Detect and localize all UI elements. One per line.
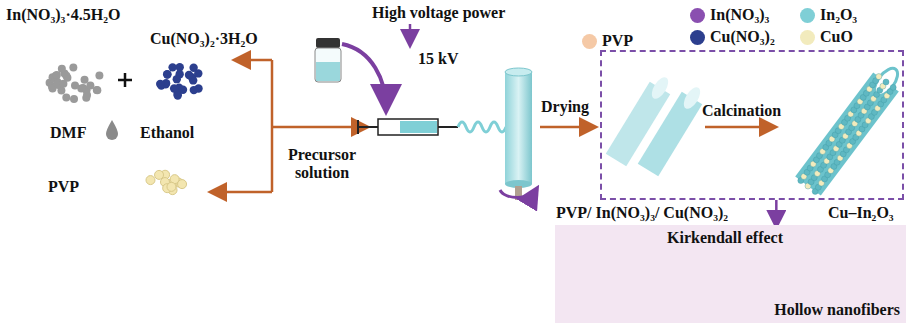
node-text: Hollow nanofibers: [774, 301, 900, 319]
legend-text: PVP: [602, 32, 633, 50]
pvp-fibers: [616, 75, 703, 170]
legend-swatch: [800, 30, 815, 45]
text-label: Precursor solution: [280, 146, 364, 181]
text-label: Drying: [541, 98, 589, 116]
text-label: Ethanol: [140, 124, 194, 142]
legend-swatch: [800, 8, 815, 23]
collector-drum: [500, 68, 536, 200]
node-text: Calcination: [702, 102, 781, 120]
text-label: PVP/ In(NO₃)₃/ Cu(NO₃)₂: [556, 204, 728, 222]
text-label: Cu–In₂O₃: [828, 204, 894, 222]
droplet: [106, 120, 118, 140]
text-label: PVP: [48, 178, 79, 196]
curved-arrow: [342, 44, 386, 108]
process-region: Calcination: [600, 50, 904, 200]
legend-swatch: [690, 8, 705, 23]
text-label: DMF: [50, 124, 86, 142]
text-label: 15 kV: [418, 50, 458, 68]
node-text: Kirkendall effect: [667, 229, 783, 247]
text-label: In(NO₃)₃·4.5H₂O: [6, 6, 120, 24]
vial: [315, 38, 341, 82]
legend-swatch: [582, 34, 597, 49]
voltage-arrow: [409, 24, 412, 44]
flow-arrow: [775, 200, 778, 225]
legend-text: In₂O₃: [820, 6, 857, 24]
legend-text: In(NO₃)₃: [710, 6, 769, 24]
mechanism-panel: Kirkendall effectHollow nanofibers: [555, 225, 906, 323]
text-label: Cu(NO₃)₂·3H₂O: [150, 30, 258, 48]
syringe: [358, 119, 506, 135]
text-label: High voltage power: [372, 4, 505, 22]
flow-bracket: [212, 60, 594, 192]
legend-swatch: [690, 30, 705, 45]
cu-in2o3-fiber: [798, 64, 902, 194]
plus-sign: [118, 73, 132, 87]
legend-text: CuO: [820, 28, 853, 46]
legend-text: Cu(NO₃)₂: [710, 28, 775, 46]
calcination-arrow: [705, 126, 774, 129]
